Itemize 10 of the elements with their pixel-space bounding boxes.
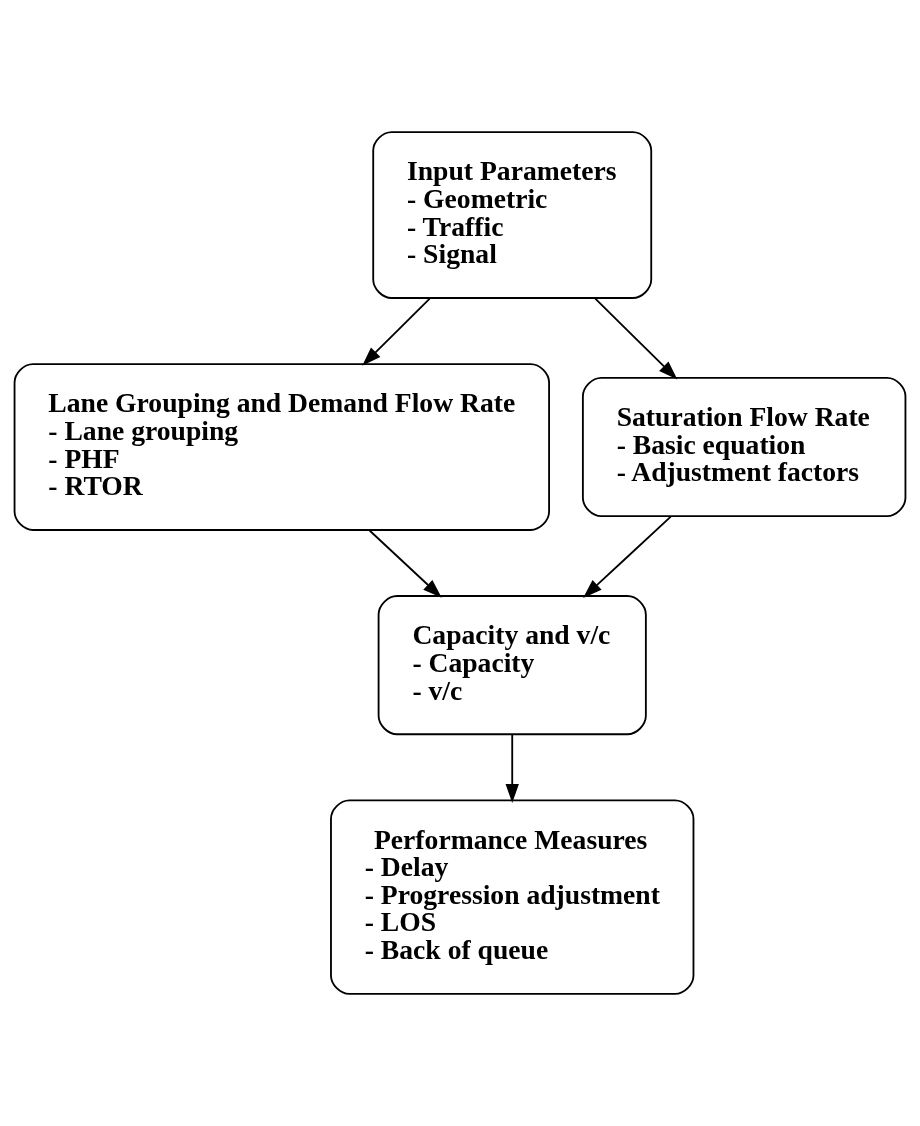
arrow [368,529,442,598]
node-box: Saturation Flow Rate - Basic equation - Adjustment factors [581,377,907,518]
arrow [362,297,431,366]
node-box: Capacity and v/c - Capacity - v/c [377,595,647,736]
arrow [583,515,672,598]
node-box: Input Parameters - Geometric - Traffic - Signal [372,131,653,299]
node-box: Performance Measures - Delay - Progression adjustment - LOS - Back of queue [330,799,695,995]
node-box: Lane Grouping and Demand Flow Rate - Lane grouping - PHF - RTOR [13,363,550,531]
arrow [594,297,678,380]
arrow [505,733,519,804]
